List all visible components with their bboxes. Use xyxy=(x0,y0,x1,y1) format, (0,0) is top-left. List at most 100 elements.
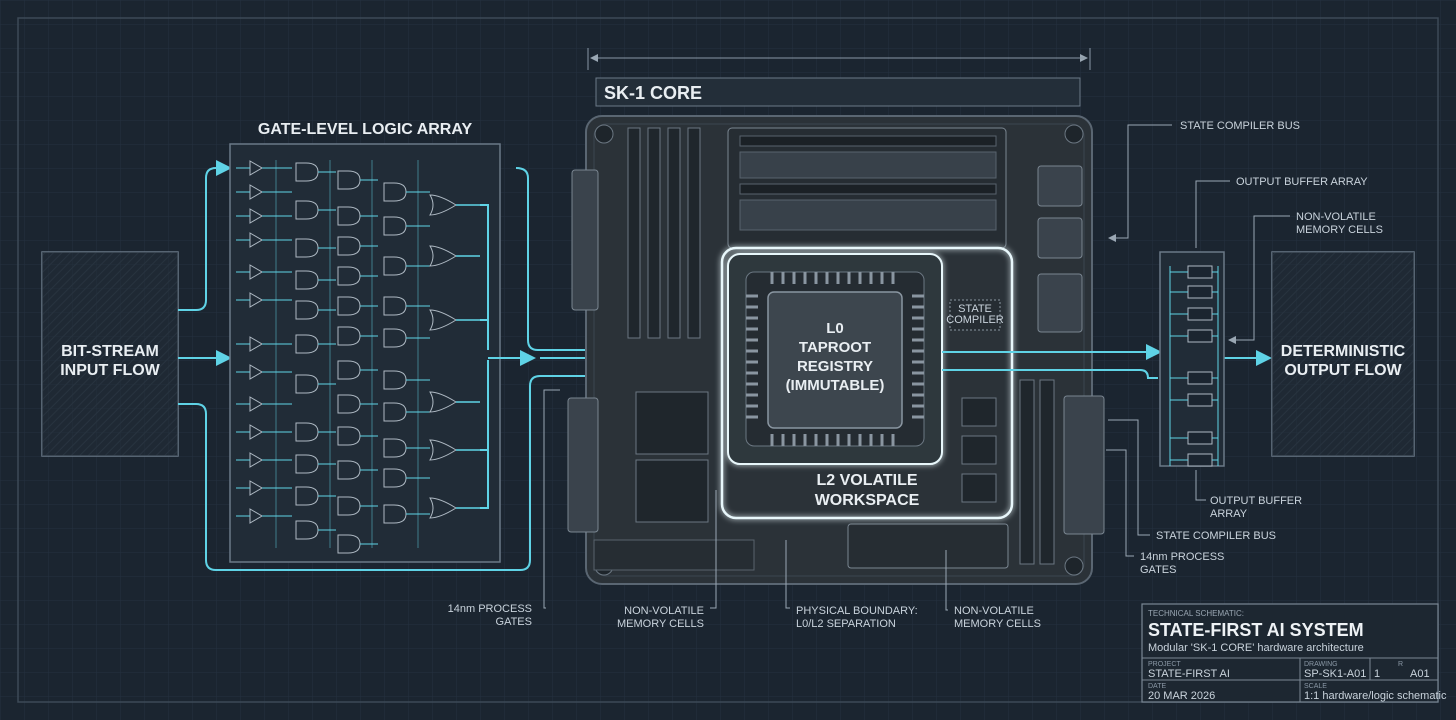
drawing-label: DRAWING xyxy=(1304,661,1338,668)
label-state-compiler-bus-top: STATE COMPILER BUS xyxy=(1180,120,1300,132)
logic-array-title: GATE-LEVEL LOGIC ARRAY xyxy=(258,121,473,138)
and-gate xyxy=(337,326,361,346)
state-compiler-line2: COMPILER xyxy=(946,314,1004,326)
and-gate xyxy=(295,486,319,506)
label-boundary-1: PHYSICAL BOUNDARY: xyxy=(796,605,918,617)
output-buffer-array xyxy=(1159,251,1225,467)
and-gate xyxy=(383,370,407,390)
label-nvm-right-2: MEMORY CELLS xyxy=(1296,224,1383,236)
drawing-value: SP-SK1-A01 xyxy=(1304,668,1366,680)
and-gate xyxy=(383,182,407,202)
drawing-frame xyxy=(17,17,1439,703)
project-value: STATE-FIRST AI xyxy=(1148,668,1230,680)
and-gate xyxy=(337,236,361,256)
and-gate xyxy=(295,200,319,220)
l2-line2: WORKSPACE xyxy=(815,492,920,509)
label-state-compiler-bus-bottom: STATE COMPILER BUS xyxy=(1156,530,1276,542)
core-dimension xyxy=(587,48,1091,70)
and-gate xyxy=(337,170,361,190)
and-gate xyxy=(295,238,319,258)
and-gate xyxy=(383,504,407,524)
l0-line4: (IMMUTABLE) xyxy=(786,377,885,394)
state-compiler-chip: STATE COMPILER xyxy=(946,299,1004,331)
state-compiler-line1: STATE xyxy=(958,303,992,315)
label-nvm-bottom-left-1: NON-VOLATILE xyxy=(624,605,704,617)
and-gate xyxy=(383,328,407,348)
input-flow-line2: INPUT FLOW xyxy=(60,362,160,379)
and-gate xyxy=(337,534,361,554)
and-gate xyxy=(383,468,407,488)
l2-volatile-workspace: L2 VOLATILE WORKSPACE xyxy=(720,246,1014,520)
buffer-cell xyxy=(1187,265,1213,279)
rev-label: R xyxy=(1398,661,1403,668)
and-gate xyxy=(337,360,361,380)
l0-line3: REGISTRY xyxy=(797,358,873,375)
label-nvm-bottom-right-2: MEMORY CELLS xyxy=(954,618,1041,630)
and-gate xyxy=(295,300,319,320)
and-gate xyxy=(337,266,361,286)
input-flow-line1: BIT-STREAM xyxy=(61,343,159,360)
scale-value: 1:1 hardware/logic schematic xyxy=(1304,690,1447,702)
title-block-title: STATE-FIRST AI SYSTEM xyxy=(1148,620,1364,640)
and-gate xyxy=(337,426,361,446)
label-process-left-2: GATES xyxy=(496,616,532,628)
or-gate xyxy=(429,497,457,519)
l0-taproot-registry: L0 TAPROOT REGISTRY (IMMUTABLE) xyxy=(727,253,943,465)
core-output-arrows xyxy=(942,344,1272,379)
or-gate xyxy=(429,391,457,413)
buffer-cell xyxy=(1187,307,1213,321)
output-flow-line2: OUTPUT FLOW xyxy=(1284,362,1402,379)
and-gate xyxy=(295,334,319,354)
callout-leaders xyxy=(543,124,1290,611)
callout-labels: STATE COMPILER BUS OUTPUT BUFFER ARRAY N… xyxy=(448,120,1383,630)
sheet-label: 1 xyxy=(1374,668,1380,680)
input-arrows xyxy=(178,160,724,571)
and-gate xyxy=(383,438,407,458)
label-boundary-2: L0/L2 SEPARATION xyxy=(796,618,896,630)
l0-line1: L0 xyxy=(826,320,844,337)
and-gate xyxy=(295,374,319,394)
gate-level-logic-array: GATE-LEVEL LOGIC ARRAY xyxy=(229,121,501,563)
title-block-subtitle: Modular 'SK-1 CORE' hardware architectur… xyxy=(1148,642,1364,654)
output-flow-line1: DETERMINISTIC xyxy=(1281,343,1406,360)
and-gate xyxy=(295,162,319,182)
and-gate xyxy=(337,206,361,226)
label-process-right-1: 14nm PROCESS xyxy=(1140,551,1224,563)
core-title-box xyxy=(595,77,1081,107)
or-gate xyxy=(429,309,457,331)
label-nvm-bottom-right-1: NON-VOLATILE xyxy=(954,605,1034,617)
and-gate xyxy=(383,256,407,276)
title-block-label: TECHNICAL SCHEMATIC: xyxy=(1148,609,1244,618)
l2-line1: L2 VOLATILE xyxy=(816,472,917,489)
title-block: TECHNICAL SCHEMATIC: STATE-FIRST AI SYST… xyxy=(1141,603,1447,703)
scale-label: SCALE xyxy=(1304,683,1327,690)
label-output-buffer-bottom-1: OUTPUT BUFFER xyxy=(1210,495,1302,507)
date-value: 20 MAR 2026 xyxy=(1148,690,1215,702)
and-gate xyxy=(337,296,361,316)
core-title: SK-1 CORE xyxy=(604,83,702,103)
label-process-left-1: 14nm PROCESS xyxy=(448,603,532,615)
input-flow-block: BIT-STREAM INPUT FLOW xyxy=(41,251,179,457)
project-label: PROJECT xyxy=(1148,661,1181,668)
sk1-core-board xyxy=(567,115,1105,585)
or-gate xyxy=(429,194,457,216)
and-gate xyxy=(337,394,361,414)
label-output-buffer-array-top: OUTPUT BUFFER ARRAY xyxy=(1236,176,1368,188)
buffer-cell xyxy=(1187,453,1213,467)
and-gate xyxy=(295,454,319,474)
and-gate xyxy=(295,422,319,442)
or-gate xyxy=(429,439,457,461)
label-process-right-2: GATES xyxy=(1140,564,1176,576)
l0-line2: TAPROOT xyxy=(799,339,871,356)
buffer-cell xyxy=(1187,329,1213,343)
and-gate xyxy=(383,402,407,422)
and-gate xyxy=(295,520,319,540)
buffer-cell xyxy=(1187,371,1213,385)
and-gate xyxy=(383,296,407,316)
buffer-cell xyxy=(1187,285,1213,299)
output-flow-block: DETERMINISTIC OUTPUT FLOW xyxy=(1271,251,1415,457)
rev-value: A01 xyxy=(1410,668,1430,680)
and-gate xyxy=(337,496,361,516)
and-gate xyxy=(295,270,319,290)
